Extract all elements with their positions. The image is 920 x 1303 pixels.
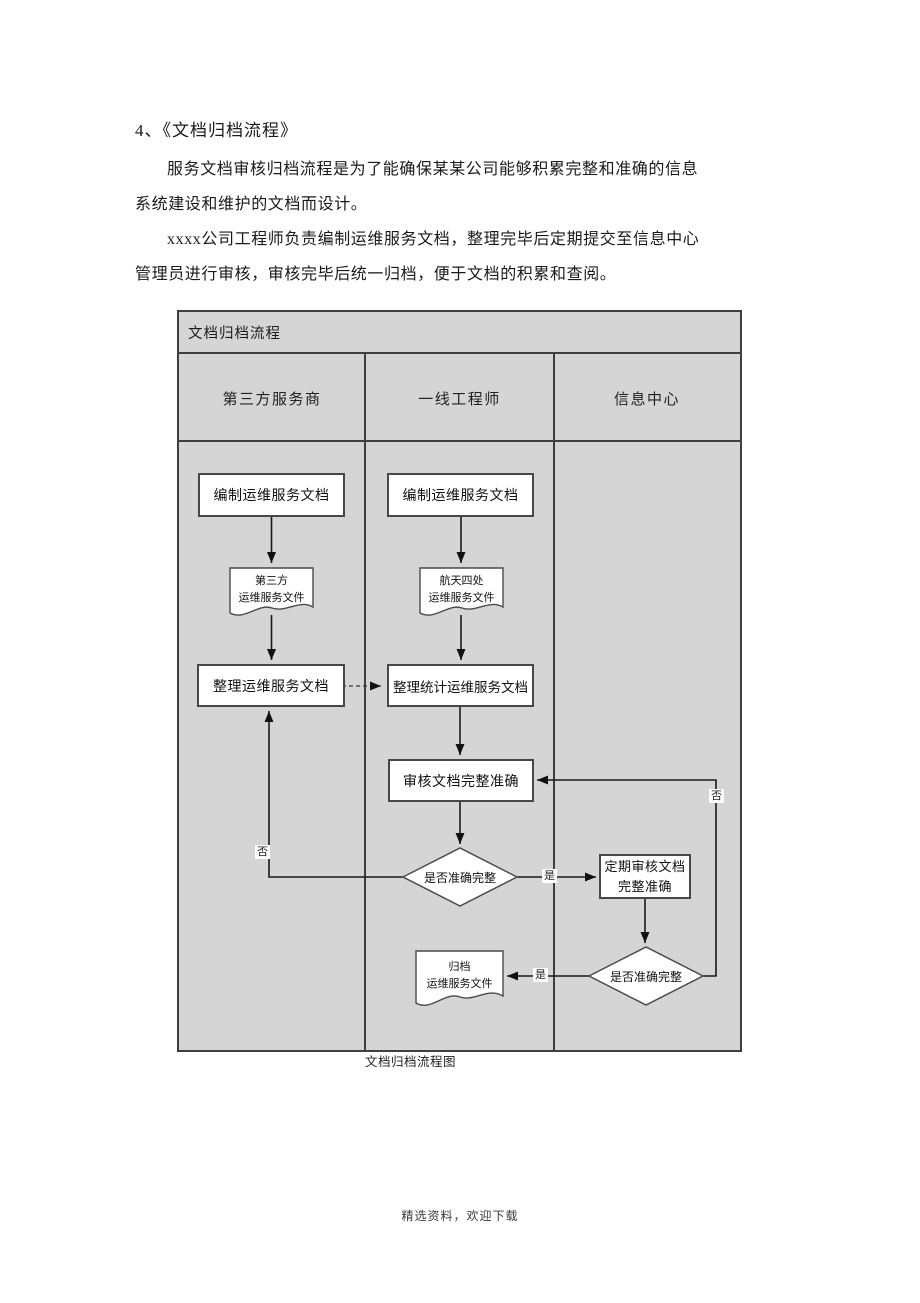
flowchart-title: 文档归档流程 [188,325,281,342]
node-review-doc: 审核文档完整准确 [388,759,534,802]
archive-file-document-label: 归档 运维服务文件 [426,960,493,990]
edge-label-no2: 否 [709,789,724,803]
paragraph-line: xxxx公司工程师负责编制运维服务文档，整理完毕后定期提交至信息中心 [167,231,700,248]
node-organize-vendor-doc: 整理运维服务文档 [197,664,345,707]
node-compile-doc-vendor: 编制运维服务文档 [198,473,345,517]
section-heading: 4、《文档归档流程》 [135,121,298,140]
paragraph-line: 系统建设和维护的文档而设计。 [135,196,368,213]
edge-decision2-no-return [537,775,717,977]
lane-header-third-party-vendor: 第三方服务商 [222,391,322,408]
lane-header-information-center: 信息中心 [613,391,680,408]
decision2-diamond-shape [587,946,705,1006]
flowchart-connectors [229,517,717,1006]
node-periodic-review-line2: 完整准确 [617,878,672,894]
page-footer: 精选资料，欢迎下载 [401,1209,519,1223]
lane-divider-1 [364,354,366,1050]
decision1-diamond-shape [401,847,519,907]
vendor-file-document-label: 第三方 运维服务文件 [238,574,305,604]
edge-label-yes2: 是 [533,968,548,982]
decision2-label: 是否准确完整 [609,969,682,984]
vendor-file-document-shape [229,567,314,616]
lane-header-frontline-engineer: 一线工程师 [418,391,501,408]
figure-caption: 文档归档流程图 [365,1055,457,1069]
paragraph-line: 服务文档审核归档流程是为了能确保某某公司能够积累完整和准确的信息 [167,161,699,178]
dept-file-document-shape [419,567,504,616]
paragraph-line: 管理员进行审核，审核完毕后统一归档，便于文档的积累和查阅。 [135,266,617,283]
dept-file-document-label: 航天四处 运维服务文件 [428,574,495,604]
node-periodic-review: 定期审核文档 完整准确 [599,854,691,899]
archive-file-document-shape [415,950,504,1006]
node-compile-doc-engineer: 编制运维服务文档 [387,473,534,517]
edge-label-yes1: 是 [542,869,557,883]
edge-label-no1: 否 [255,845,270,859]
header-bottom-line [179,440,740,442]
node-organize-stats-doc: 整理统计运维服务文档 [387,664,534,707]
flowchart-title-row: 文档归档流程 [179,312,740,354]
node-periodic-review-line1: 定期审核文档 [604,859,686,874]
edge-decision1-no-return [264,711,403,878]
lane-divider-2 [553,354,555,1050]
flowchart: 文档归档流程 第三方服务商 一线工程师 信息中心 [177,310,742,1052]
decision1-label: 是否准确完整 [423,870,496,885]
